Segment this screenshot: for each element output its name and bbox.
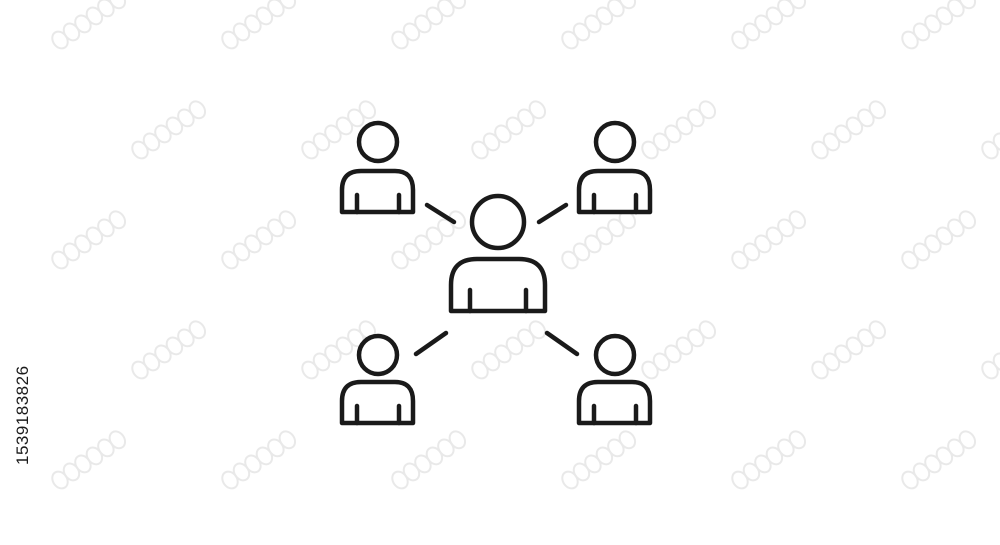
- connector-top-right: [536, 202, 569, 225]
- top-right-person-icon: [576, 120, 653, 215]
- connector-bottom-left: [413, 330, 449, 357]
- connector-top-left: [424, 202, 457, 225]
- bottom-left-person-icon: [339, 333, 416, 426]
- connector-bottom-right: [544, 330, 580, 357]
- top-left-person-icon: [339, 120, 416, 215]
- center-person-icon: [448, 193, 548, 314]
- bottom-right-person-icon: [576, 333, 653, 426]
